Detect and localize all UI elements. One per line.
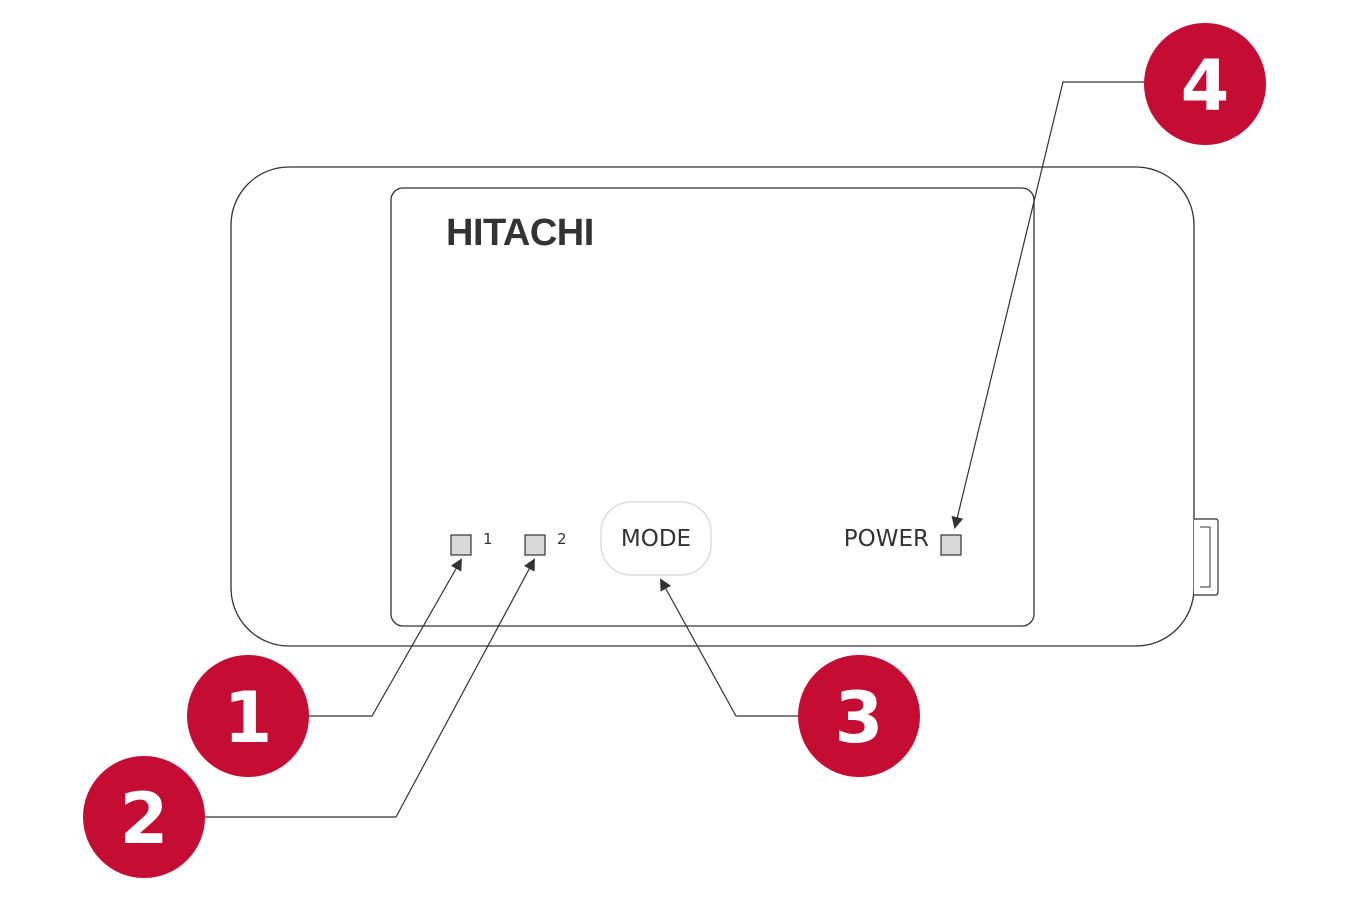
brand-logo: HITACHI bbox=[446, 212, 594, 254]
led-2 bbox=[524, 534, 546, 556]
callout-badge-3: 3 bbox=[798, 655, 920, 777]
side-connector bbox=[1194, 518, 1219, 596]
led-1-label: 1 bbox=[483, 530, 493, 548]
callout-number-3: 3 bbox=[835, 677, 884, 759]
callout-number-4: 4 bbox=[1181, 45, 1230, 127]
mode-button[interactable]: MODE bbox=[600, 501, 712, 576]
led-2-label: 2 bbox=[557, 530, 567, 548]
mode-button-label: MODE bbox=[621, 526, 691, 552]
power-label: POWER bbox=[844, 526, 929, 552]
power-led bbox=[940, 534, 962, 556]
front-panel bbox=[390, 187, 1035, 627]
led-1 bbox=[450, 534, 472, 556]
callout-number-2: 2 bbox=[120, 778, 169, 860]
leader-line-2 bbox=[204, 558, 535, 818]
leader-line-3 bbox=[660, 578, 800, 717]
callout-badge-1: 1 bbox=[187, 655, 309, 777]
callout-badge-2: 2 bbox=[83, 756, 205, 878]
leader-line-4 bbox=[951, 81, 1145, 529]
callout-number-1: 1 bbox=[224, 677, 273, 759]
leader-line-1 bbox=[308, 558, 462, 717]
callout-badge-4: 4 bbox=[1144, 23, 1266, 145]
